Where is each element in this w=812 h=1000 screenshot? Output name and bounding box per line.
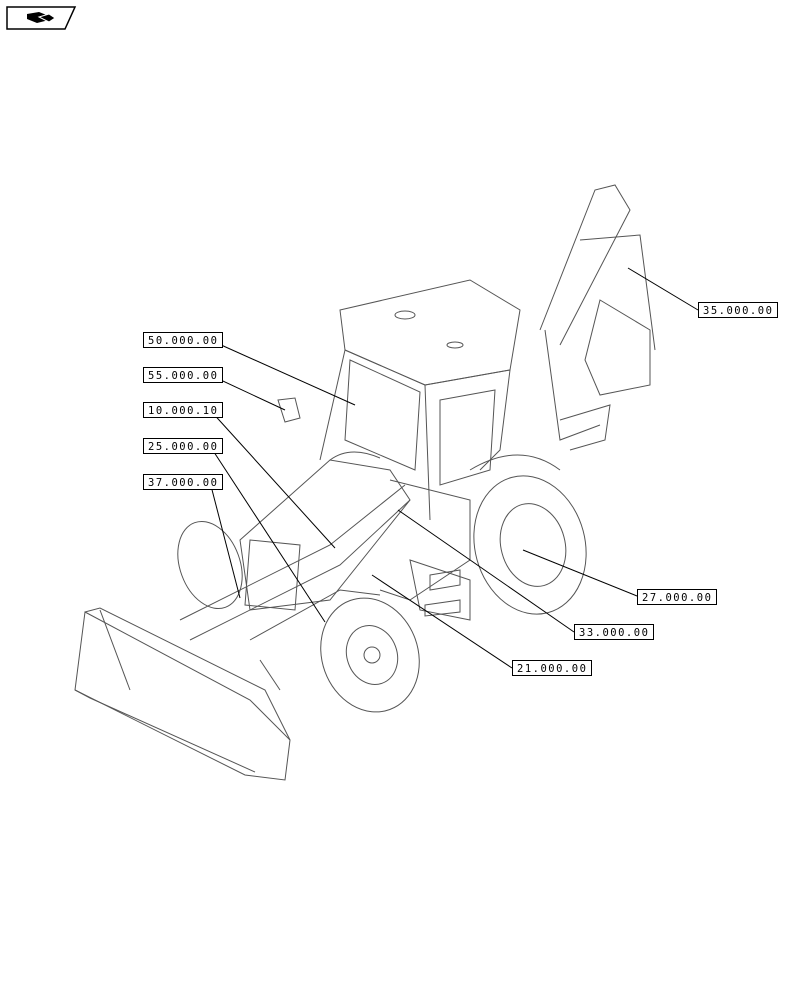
callout-25-000-00[interactable]: 25.000.00 [143, 438, 227, 457]
callout-35-000-00[interactable]: 35.000.00 [698, 302, 782, 321]
callout-21-000-00[interactable]: 21.000.00 [512, 660, 596, 679]
side-mirror [277, 397, 301, 423]
callout-55-000-00[interactable]: 55.000.00 [143, 367, 227, 386]
front-wheel-left [177, 520, 243, 610]
rear-wheel [469, 454, 587, 615]
callout-37-000-00[interactable]: 37.000.00 [143, 474, 227, 493]
leader-lines [209, 267, 699, 669]
callout-50-000-00[interactable]: 50.000.00 [143, 332, 227, 351]
callout-33-000-00[interactable]: 33.000.00 [574, 624, 658, 643]
callout-27-000-00[interactable]: 27.000.00 [637, 589, 721, 608]
loader-arms [179, 484, 411, 691]
loader-bucket [74, 607, 291, 781]
backhoe-boom [539, 184, 656, 451]
book-arrow-icon[interactable] [5, 5, 77, 31]
front-wheel-right [320, 597, 420, 713]
callout-10-000-10[interactable]: 10.000.10 [143, 402, 227, 421]
cab [319, 279, 521, 521]
